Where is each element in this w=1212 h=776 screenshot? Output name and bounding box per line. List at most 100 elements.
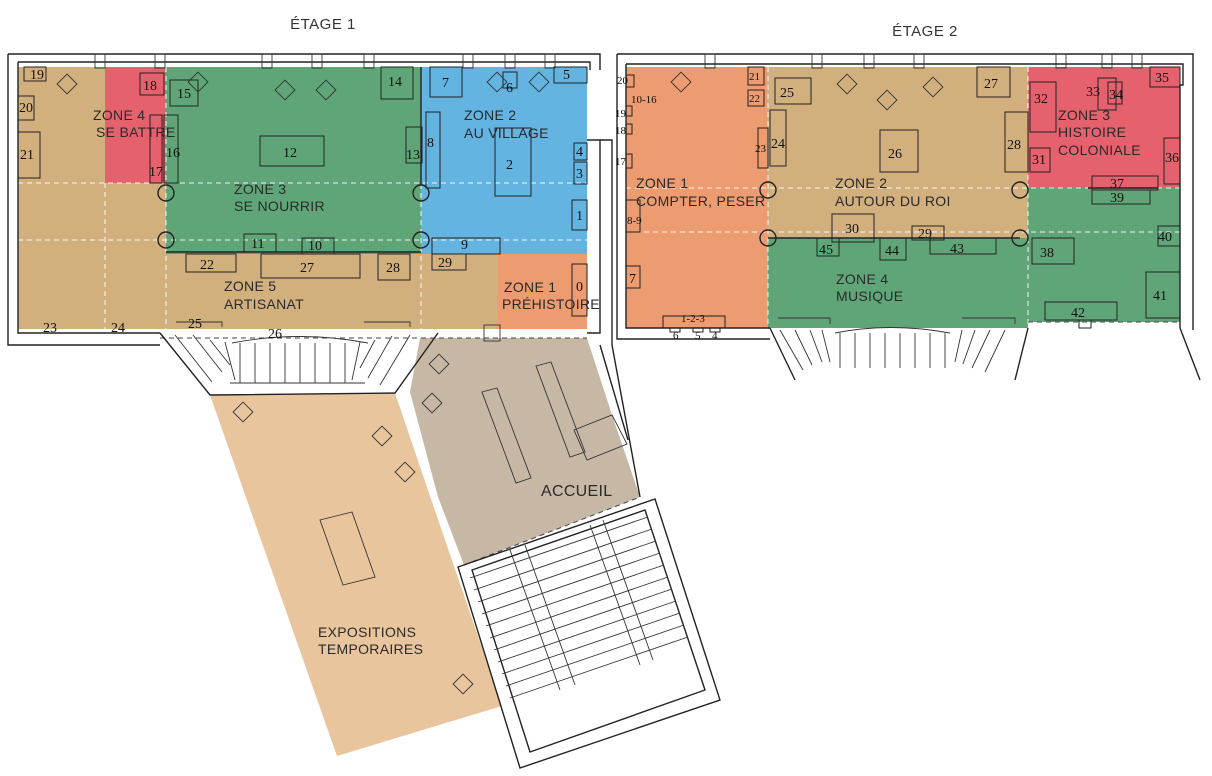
zone-label-e1-zone2-name: AU VILLAGE <box>464 125 549 141</box>
zone-label-e2-zone3-name-2: COLONIALE <box>1058 142 1141 158</box>
zone-label-expositions-2: TEMPORAIRES <box>318 641 423 657</box>
object-number: 8-9 <box>627 215 642 227</box>
object-number: 1 <box>576 209 583 224</box>
object-number: 20 <box>617 75 629 87</box>
zone-label-e2-zone1: ZONE 1 <box>636 175 688 191</box>
object-number: 21 <box>749 71 760 83</box>
object-number: 1-2-3 <box>681 313 705 325</box>
grand-staircase-e2 <box>769 317 1016 381</box>
object-number: 10-16 <box>631 94 657 106</box>
zone-label-e1-zone2: ZONE 2 <box>464 107 516 123</box>
object-number: 4 <box>576 145 583 160</box>
object-number: 34 <box>1109 88 1123 103</box>
zone-label-e1-zone3: ZONE 3 <box>234 181 286 197</box>
object-number: 22 <box>200 258 214 273</box>
object-number: 40 <box>1158 230 1172 245</box>
object-number: 25 <box>780 86 794 101</box>
object-number: 43 <box>950 242 964 257</box>
object-number: 6 <box>506 81 513 96</box>
object-number: 19 <box>30 68 44 83</box>
object-number: 8 <box>427 136 434 151</box>
object-number: 16 <box>166 146 180 161</box>
object-number: 26 <box>888 147 902 162</box>
object-number: 41 <box>1153 289 1167 304</box>
zone-label-e1-zone5: ZONE 5 <box>224 278 276 294</box>
object-number: 27 <box>984 77 998 92</box>
zone-label-e1-zone1-name: PRÉHISTOIRE <box>502 296 600 312</box>
object-number: 27 <box>300 261 314 276</box>
object-number: 2 <box>506 158 513 173</box>
object-number: 42 <box>1071 306 1085 321</box>
entrance-stairs <box>457 498 721 769</box>
floor-2-plan: ZONE 1 COMPTER, PESER ZONE 2 AUTOUR DU R… <box>615 53 1201 381</box>
zone-label-e1-zone3-name: SE NOURRIR <box>234 198 325 214</box>
object-number: 6 <box>673 330 679 342</box>
zone-fill-e1-zone4[interactable] <box>105 67 166 183</box>
floor-title-etage-2: ÉTAGE 2 <box>892 23 958 40</box>
object-number: 26 <box>268 327 282 342</box>
object-number: 29 <box>438 256 452 271</box>
zone-fill-e2-zone4[interactable] <box>768 188 1180 328</box>
object-number: 39 <box>1110 191 1124 206</box>
object-number: 4 <box>712 330 718 342</box>
object-number: 12 <box>283 146 297 161</box>
object-number: 35 <box>1155 71 1169 86</box>
zone-fill-expositions[interactable] <box>210 393 502 756</box>
zone-label-e2-zone3-name: HISTOIRE <box>1058 124 1126 140</box>
floor-1-plan: ZONE 4 SE BATTRE ZONE 3 SE NOURRIR ZONE … <box>7 53 721 769</box>
object-number: 17 <box>149 165 163 180</box>
object-number: 5 <box>563 68 570 83</box>
zone-label-e1-zone5-name: ARTISANAT <box>224 296 304 312</box>
object-number: 38 <box>1040 246 1054 261</box>
object-number: 32 <box>1034 92 1048 107</box>
zone-label-expositions: EXPOSITIONS <box>318 624 416 640</box>
object-number: 23 <box>43 321 57 336</box>
object-number: 20 <box>19 101 33 116</box>
object-number: 14 <box>388 75 402 90</box>
object-number: 22 <box>749 93 760 105</box>
object-number: 11 <box>251 237 264 252</box>
zone-label-e2-zone4: ZONE 4 <box>836 271 888 287</box>
object-number: 31 <box>1032 153 1046 168</box>
object-number: 37 <box>1110 177 1124 192</box>
object-number: 10 <box>308 239 322 254</box>
object-number: 30 <box>845 222 859 237</box>
object-number: 33 <box>1086 85 1100 100</box>
zone-label-e1-zone4: ZONE 4 <box>93 107 145 123</box>
object-number: 7 <box>629 272 636 287</box>
zone-fill-e1-zone3[interactable] <box>166 67 421 254</box>
object-number: 24 <box>771 137 785 152</box>
object-number: 28 <box>1007 138 1021 153</box>
object-number: 9 <box>461 238 468 253</box>
object-number: 45 <box>819 243 833 258</box>
object-number: 44 <box>885 244 899 259</box>
object-number: 17 <box>615 156 627 168</box>
zone-label-e2-zone3: ZONE 3 <box>1058 107 1110 123</box>
svg-text:SE BATTRE: SE BATTRE <box>96 124 175 140</box>
zone-label-e2-zone2: ZONE 2 <box>835 175 887 191</box>
zone-fill-accueil[interactable] <box>410 338 640 565</box>
object-number: 5 <box>695 330 701 342</box>
zone-fill-e2-zone1[interactable] <box>626 67 768 328</box>
object-number: 13 <box>406 148 420 163</box>
object-number: 18 <box>143 79 157 94</box>
object-number: 3 <box>576 167 583 182</box>
zone-label-e1-zone1: ZONE 1 <box>504 279 556 295</box>
zone-label-e2-zone4-name: MUSIQUE <box>836 288 903 304</box>
zone-label-e1-zone4-name: SE BATTRE <box>96 124 175 140</box>
object-number: 15 <box>177 87 191 102</box>
zone-fill-e1-zone2[interactable] <box>421 67 587 254</box>
object-number: 19 <box>615 108 627 120</box>
floor-title-etage-1: ÉTAGE 1 <box>290 16 356 33</box>
zone-label-e2-zone2-name: AUTOUR DU ROI <box>835 193 951 209</box>
object-number: 36 <box>1165 151 1179 166</box>
object-number: 0 <box>576 280 583 295</box>
object-number: 24 <box>111 321 125 336</box>
object-number: 21 <box>20 148 34 163</box>
grand-staircase-e1 <box>159 332 439 396</box>
object-number: 23 <box>755 143 767 155</box>
object-number: 29 <box>918 227 932 242</box>
zone-label-e2-zone1-name: COMPTER, PESER <box>636 193 765 209</box>
object-number: 28 <box>386 261 400 276</box>
